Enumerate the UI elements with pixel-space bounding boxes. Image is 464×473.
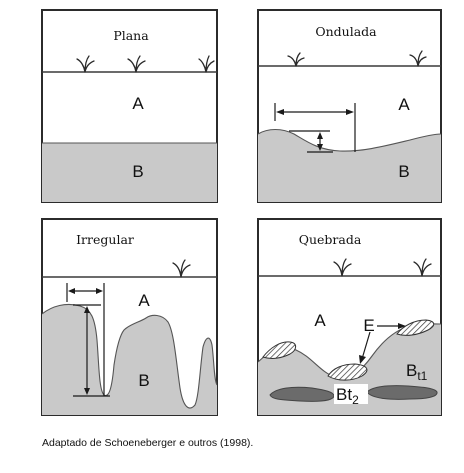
horizon-label-a: A: [314, 311, 326, 330]
plant-icon: [287, 52, 305, 67]
horizon-label-b: B: [398, 162, 409, 181]
horizon-label-a: A: [138, 291, 150, 310]
panel-plana: Plana A B: [41, 9, 218, 203]
plant-icon: [127, 55, 146, 73]
horizon-label-bt2-main: Bt: [336, 385, 352, 404]
panel-ondulada: Ondulada A B: [257, 9, 442, 203]
horizon-label-bt1-main: B: [406, 361, 417, 380]
horizon-label-bt2: Bt2: [336, 385, 359, 407]
horizon-label-e: E: [363, 316, 374, 335]
panel-title: Plana: [113, 28, 149, 43]
measurement-arrow: [274, 103, 356, 152]
plant-icon: [409, 50, 427, 67]
horizon-boundary-line: [42, 303, 217, 409]
bt2-horizon-lens: [366, 385, 438, 400]
horizon-b-region: [258, 129, 441, 202]
horizon-label-bt1-sub: t1: [417, 369, 427, 383]
plant-icon: [333, 258, 352, 277]
panel-irregular: Irregular A B: [41, 218, 218, 416]
horizon-label-b: B: [138, 371, 149, 390]
panel-title: Ondulada: [315, 24, 377, 39]
plant-icon: [413, 258, 432, 277]
measurement-arrow: [73, 304, 110, 397]
panel-quebrada: Quebrada A E Bt1 Bt2: [257, 218, 442, 416]
horizon-label-bt1: Bt1: [406, 361, 428, 383]
e-horizon-lens: [262, 341, 297, 359]
panel-title: Irregular: [76, 232, 134, 247]
plant-icon: [76, 55, 95, 73]
arrow-icon: [377, 323, 406, 329]
horizon-label-a: A: [398, 95, 410, 114]
measurement-arrow: [66, 283, 105, 396]
measurement-arrow: [289, 130, 333, 153]
plant-icon: [198, 55, 215, 73]
arrow-icon: [359, 331, 371, 364]
panel-title: Quebrada: [299, 232, 362, 247]
figure-caption: Adaptado de Schoeneberger e outros (1998…: [42, 437, 253, 449]
horizon-label-b: B: [132, 162, 143, 181]
bt2-label-background: [334, 384, 368, 404]
plant-icon: [172, 259, 191, 278]
e-horizon-lens: [327, 363, 368, 381]
e-horizon-lens: [396, 319, 435, 336]
horizon-b-region: [42, 304, 217, 415]
horizon-b-region: [42, 143, 217, 202]
horizon-label-bt2-sub: 2: [352, 393, 359, 407]
horizon-boundary-line: [258, 128, 441, 152]
horizon-label-a: A: [132, 94, 144, 113]
